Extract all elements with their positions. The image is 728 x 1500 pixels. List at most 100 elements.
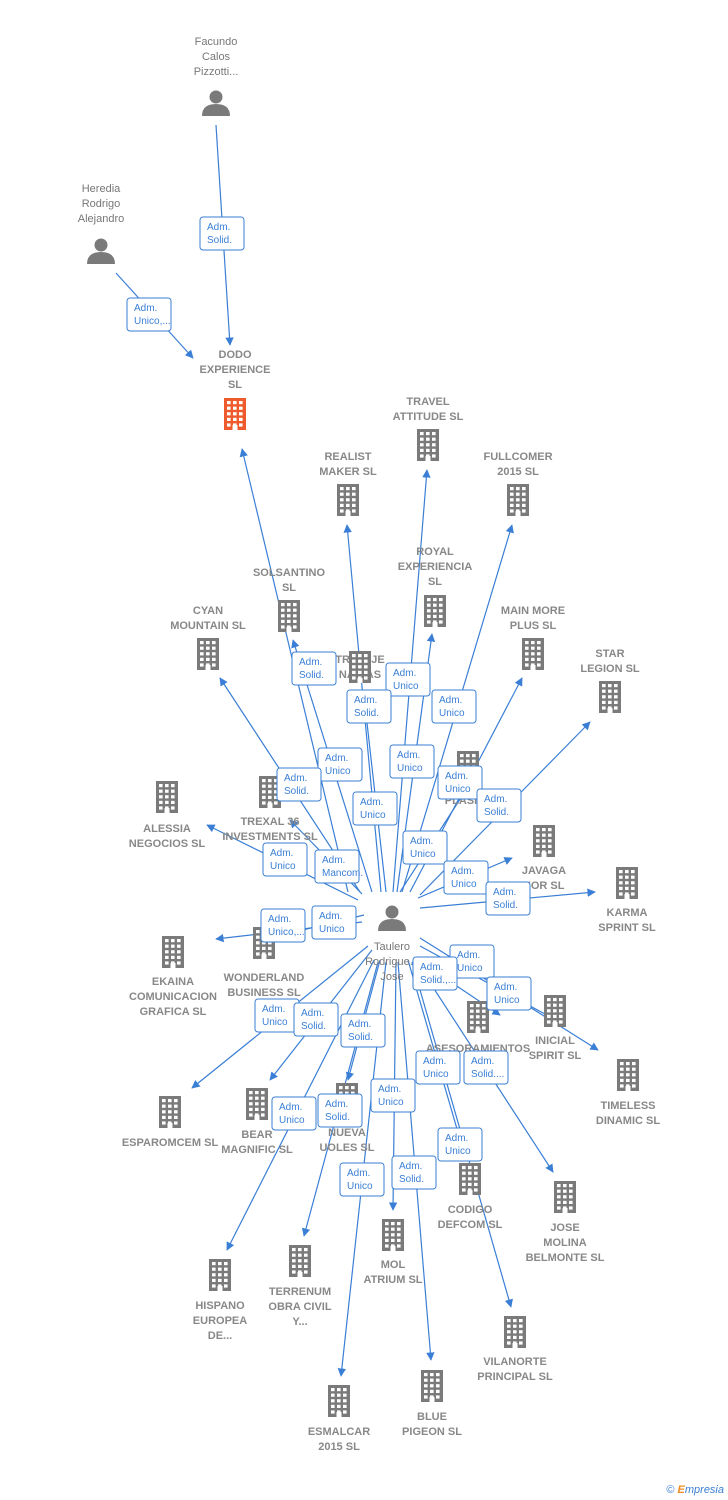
edge-label-taulero-esparomcem[interactable]: Adm.Unico (254, 998, 300, 1033)
edge-label-taulero-wonderland[interactable]: Adm.Unico (311, 905, 357, 940)
building-window (274, 779, 278, 783)
edge-label-taulero-travel[interactable]: Adm.Unico (385, 662, 431, 697)
building-window (548, 844, 552, 848)
building-window (174, 1099, 178, 1103)
edge-label-taulero-terrenum[interactable]: Adm.Solid. (317, 1093, 363, 1128)
edge-label-taulero-solsantino[interactable]: Adm.Solid. (346, 689, 392, 724)
edge-label-taulero-royal[interactable]: Adm.Unico (389, 744, 435, 779)
edge-label-taulero-karma[interactable]: Adm.Solid. (485, 881, 531, 916)
node-facundo[interactable]: FacundoCalosPizzotti... (194, 36, 239, 116)
building-window (420, 448, 424, 452)
building-window (340, 509, 344, 513)
edge-label-taulero-javaga[interactable]: Adm.Unico (443, 860, 489, 895)
building-window (426, 443, 430, 447)
edge-label-taulero-cyan[interactable]: Adm.Solid. (276, 767, 322, 802)
edge-label-taulero-trexal[interactable]: Adm.Mancom. (314, 849, 363, 884)
edge-label-taulero-star[interactable]: Adm.Solid. (476, 788, 522, 823)
building-window (548, 828, 552, 832)
edge-label-taulero-mol[interactable]: Adm.Unico (370, 1078, 416, 1113)
node-label: CODIGO (448, 1204, 493, 1216)
node-esparomcem[interactable]: ESPAROMCEM SL (122, 1096, 219, 1149)
building-window (619, 870, 623, 874)
edge-label-taulero-alessia[interactable]: Adm.Unico (262, 842, 308, 877)
building-window (292, 1264, 296, 1268)
building-window (262, 779, 266, 783)
edge-label-taulero-realist[interactable]: Adm.Unico (317, 747, 363, 782)
edge-label-taulero-nuevaoles[interactable]: Adm.Solid. (340, 1013, 386, 1048)
building-window (433, 614, 437, 618)
building-window (474, 1182, 478, 1186)
building-window (397, 1233, 401, 1237)
edge-label-taulero-centre[interactable]: Adm.Unico (352, 791, 398, 826)
edge-label-taulero-dodo[interactable]: Adm.Solid. (291, 651, 337, 686)
node-label: PIGEON SL (402, 1426, 462, 1438)
edge-label-taulero-asesoramientos[interactable]: Adm.Solid.,... (412, 956, 458, 991)
building-window (337, 1399, 341, 1403)
building-window (525, 657, 529, 661)
building-door (164, 808, 170, 813)
node-label: EUROPEA (193, 1315, 247, 1327)
node-label: TREXAL 36 (240, 816, 299, 828)
node-label: LEGION SL (580, 663, 640, 675)
edge-label-facundo-dodo[interactable]: Adm.Solid. (199, 216, 245, 251)
edge-label-box (291, 651, 337, 686)
edge-label-taulero-vilanorte[interactable]: Adm.Unico (437, 1127, 483, 1162)
edge-label-taulero-esmalcar[interactable]: Adm.Unico (339, 1162, 385, 1197)
building-window (274, 784, 278, 788)
node-label: Rodrigo (82, 198, 121, 210)
edge-label-taulero-ekaina[interactable]: Adm.Unico,... (260, 908, 306, 943)
edge-label-taulero-plasma[interactable]: Adm.Unico (402, 830, 448, 865)
edge-label-taulero-fullcomer[interactable]: Adm.Unico (431, 689, 477, 724)
edge-label-taulero-timeless[interactable]: Adm.Unico (486, 976, 532, 1011)
edge-label-taulero-bear[interactable]: Adm.Solid. (293, 1002, 339, 1037)
building-door (286, 627, 292, 632)
building-window (200, 641, 204, 645)
node-label: VILANORTE (483, 1356, 547, 1368)
building-window (632, 1067, 636, 1071)
brand-footer[interactable]: © Empresia (666, 1484, 724, 1496)
node-hispano[interactable]: HISPANOEUROPEADE... (193, 1259, 247, 1342)
edge-label-taulero-mainmore[interactable]: Adm.Unico (437, 765, 483, 800)
node-label: 2015 SL (497, 466, 539, 478)
edge-label-heredia-dodo[interactable]: Adm.Unico,... (126, 297, 172, 332)
building-window (159, 795, 163, 799)
edge-label-taulero-josemolina[interactable]: Adm.Solid.... (463, 1050, 509, 1085)
building-window (177, 955, 181, 959)
building-icon (417, 429, 439, 461)
edge-label-taulero-codigo[interactable]: Adm.Unico (415, 1050, 461, 1085)
edge-label-taulero-hispano[interactable]: Adm.Unico (271, 1096, 317, 1131)
building-door (357, 678, 363, 683)
edge-label-taulero-blue[interactable]: Adm.Solid. (391, 1155, 437, 1190)
building-icon (159, 1096, 181, 1128)
building-window (262, 801, 266, 805)
edge-label-text: Solid. (493, 900, 518, 911)
node-centre[interactable]: TRE & JENARIAS (335, 651, 385, 683)
